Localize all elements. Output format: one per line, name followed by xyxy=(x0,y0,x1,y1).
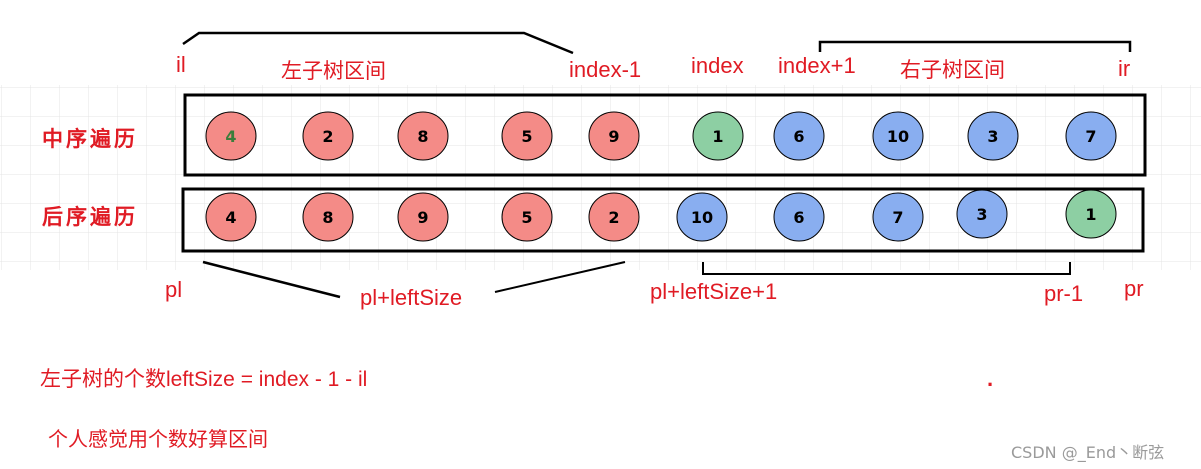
inorder-node-8-label: 10 xyxy=(887,127,909,146)
inorder-node-8-circle xyxy=(872,111,924,161)
note-comment: 个人感觉用个数好算区间 xyxy=(48,428,268,451)
label-index: index xyxy=(691,53,744,78)
postorder-node-8-label: 7 xyxy=(892,208,903,227)
postorder-node-10-label: 1 xyxy=(1085,205,1096,224)
inorder-node-1-label: 4 xyxy=(225,127,236,146)
right-postorder-bracket xyxy=(702,262,1071,275)
label-pr-minus-1: pr-1 xyxy=(1044,281,1083,306)
postorder-node-2-label: 8 xyxy=(322,208,333,227)
postorder-node-4-label: 5 xyxy=(521,208,532,227)
note-formula: 左子树的个数leftSize = index - 1 - il xyxy=(40,368,367,391)
postorder-node-5-label: 2 xyxy=(608,208,619,227)
postorder-node-7-circle xyxy=(773,192,825,242)
row-frame-inorder xyxy=(183,93,1147,177)
row-title-inorder: 中序遍历 xyxy=(42,126,138,151)
inorder-node-9-label: 3 xyxy=(987,127,998,146)
pl-leftsize-to-left-end-line xyxy=(494,261,626,293)
postorder-node-6-label: 10 xyxy=(691,208,713,227)
label-il: il xyxy=(176,52,186,77)
postorder-node-2-circle xyxy=(302,192,354,242)
label-pl-leftsize-1: pl+leftSize+1 xyxy=(650,279,777,304)
postorder-node-1-label: 4 xyxy=(225,208,236,227)
label-pl-leftsize: pl+leftSize xyxy=(360,285,462,310)
inorder-node-5-label: 9 xyxy=(608,127,619,146)
postorder-node-8-circle xyxy=(872,192,924,242)
watermark: CSDN @_End丶断弦 xyxy=(1011,443,1164,463)
pl-to-pl-leftsize-line xyxy=(202,260,341,299)
postorder-node-3-circle xyxy=(397,192,449,242)
label-right-interval: 右子树区间 xyxy=(900,59,1005,82)
inorder-node-2-label: 2 xyxy=(322,127,333,146)
inorder-node-6-label: 1 xyxy=(712,127,723,146)
right-interval-bracket xyxy=(818,40,1132,52)
label-pr: pr xyxy=(1124,276,1144,301)
inorder-node-5-circle xyxy=(588,111,640,161)
label-pl: pl xyxy=(165,277,182,302)
label-index-minus-1: index-1 xyxy=(569,57,641,82)
label-ir: ir xyxy=(1118,56,1130,81)
postorder-nodes: 4 8 9 5 2 10 6 7 3 1 xyxy=(205,189,1117,242)
inorder-node-4-label: 5 xyxy=(521,127,532,146)
inorder-node-10-label: 7 xyxy=(1085,127,1096,146)
postorder-node-3-label: 9 xyxy=(417,208,428,227)
postorder-node-6-circle xyxy=(676,192,728,242)
left-interval-bracket xyxy=(182,31,574,55)
label-left-interval: 左子树区间 xyxy=(281,60,386,83)
inorder-node-3-label: 8 xyxy=(417,127,428,146)
postorder-node-5-circle xyxy=(588,192,640,242)
row-frame-postorder xyxy=(181,187,1145,253)
postorder-node-1-circle xyxy=(205,192,257,242)
postorder-node-9-label: 3 xyxy=(976,205,987,224)
inorder-node-2-circle xyxy=(302,111,354,161)
inorder-node-3-circle xyxy=(397,111,449,161)
postorder-node-7-label: 6 xyxy=(793,208,804,227)
grid-background xyxy=(0,85,1201,270)
inorder-node-7-label: 6 xyxy=(793,127,804,146)
inorder-node-6-circle xyxy=(692,111,744,161)
inorder-node-7-circle xyxy=(773,111,825,161)
row-title-postorder: 后序遍历 xyxy=(42,204,138,229)
postorder-node-10-circle xyxy=(1065,189,1117,239)
note-stray-dot: . xyxy=(987,366,993,391)
label-index-plus-1: index+1 xyxy=(778,53,856,78)
inorder-nodes: 4 2 8 5 9 1 6 10 3 7 xyxy=(205,111,1117,161)
inorder-node-1-circle xyxy=(205,111,257,161)
postorder-node-4-circle xyxy=(501,192,553,242)
postorder-node-9-circle xyxy=(956,189,1008,239)
inorder-node-4-circle xyxy=(501,111,553,161)
inorder-node-9-circle xyxy=(967,111,1019,161)
inorder-node-10-circle xyxy=(1065,111,1117,161)
